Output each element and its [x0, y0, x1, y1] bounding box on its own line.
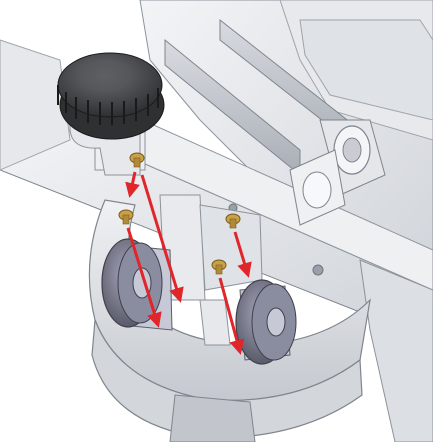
arrow-2: [140, 174, 184, 303]
arrow-5: [218, 277, 245, 355]
screw-4: [211, 259, 227, 275]
arrow-4: [233, 231, 252, 278]
arrow-3: [126, 227, 162, 328]
center-bracket: [199, 299, 231, 346]
screw-3: [225, 213, 241, 229]
screw-1: [129, 152, 145, 168]
caster-left: [101, 238, 173, 331]
caster-right: [235, 279, 297, 365]
hinge-bracket: [289, 119, 386, 226]
arrow-1: [125, 171, 140, 198]
adjustment-knob: [57, 52, 165, 176]
screw-2: [118, 209, 134, 225]
